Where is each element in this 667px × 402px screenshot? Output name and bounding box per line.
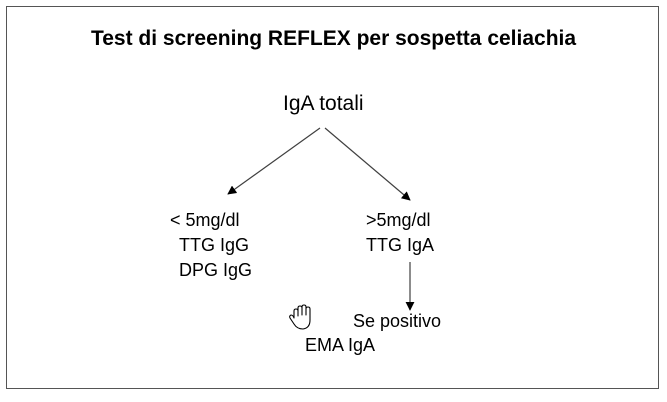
right-branch-test-ttg-iga: TTG IgA: [366, 235, 435, 255]
follow-up-test-ema-iga: EMA IgA: [305, 335, 376, 355]
arrow-to-left-branch: [227, 127, 321, 195]
right-branch-condition: >5mg/dl: [366, 210, 431, 230]
diagram-title: Test di screening REFLEX per sospetta ce…: [90, 27, 577, 50]
left-branch-test-ttg-igg: TTG IgG: [179, 235, 250, 255]
left-branch-condition: < 5mg/dl: [170, 210, 240, 230]
diagram-frame: [6, 6, 659, 389]
follow-up-condition: Se positivo: [353, 311, 442, 331]
root-node-iga-totali: IgA totali: [283, 92, 364, 115]
hand-cursor-icon: [289, 304, 311, 330]
left-branch-test-dpg-igg: DPG IgG: [179, 260, 253, 280]
arrow-to-right-branch: [324, 127, 411, 201]
